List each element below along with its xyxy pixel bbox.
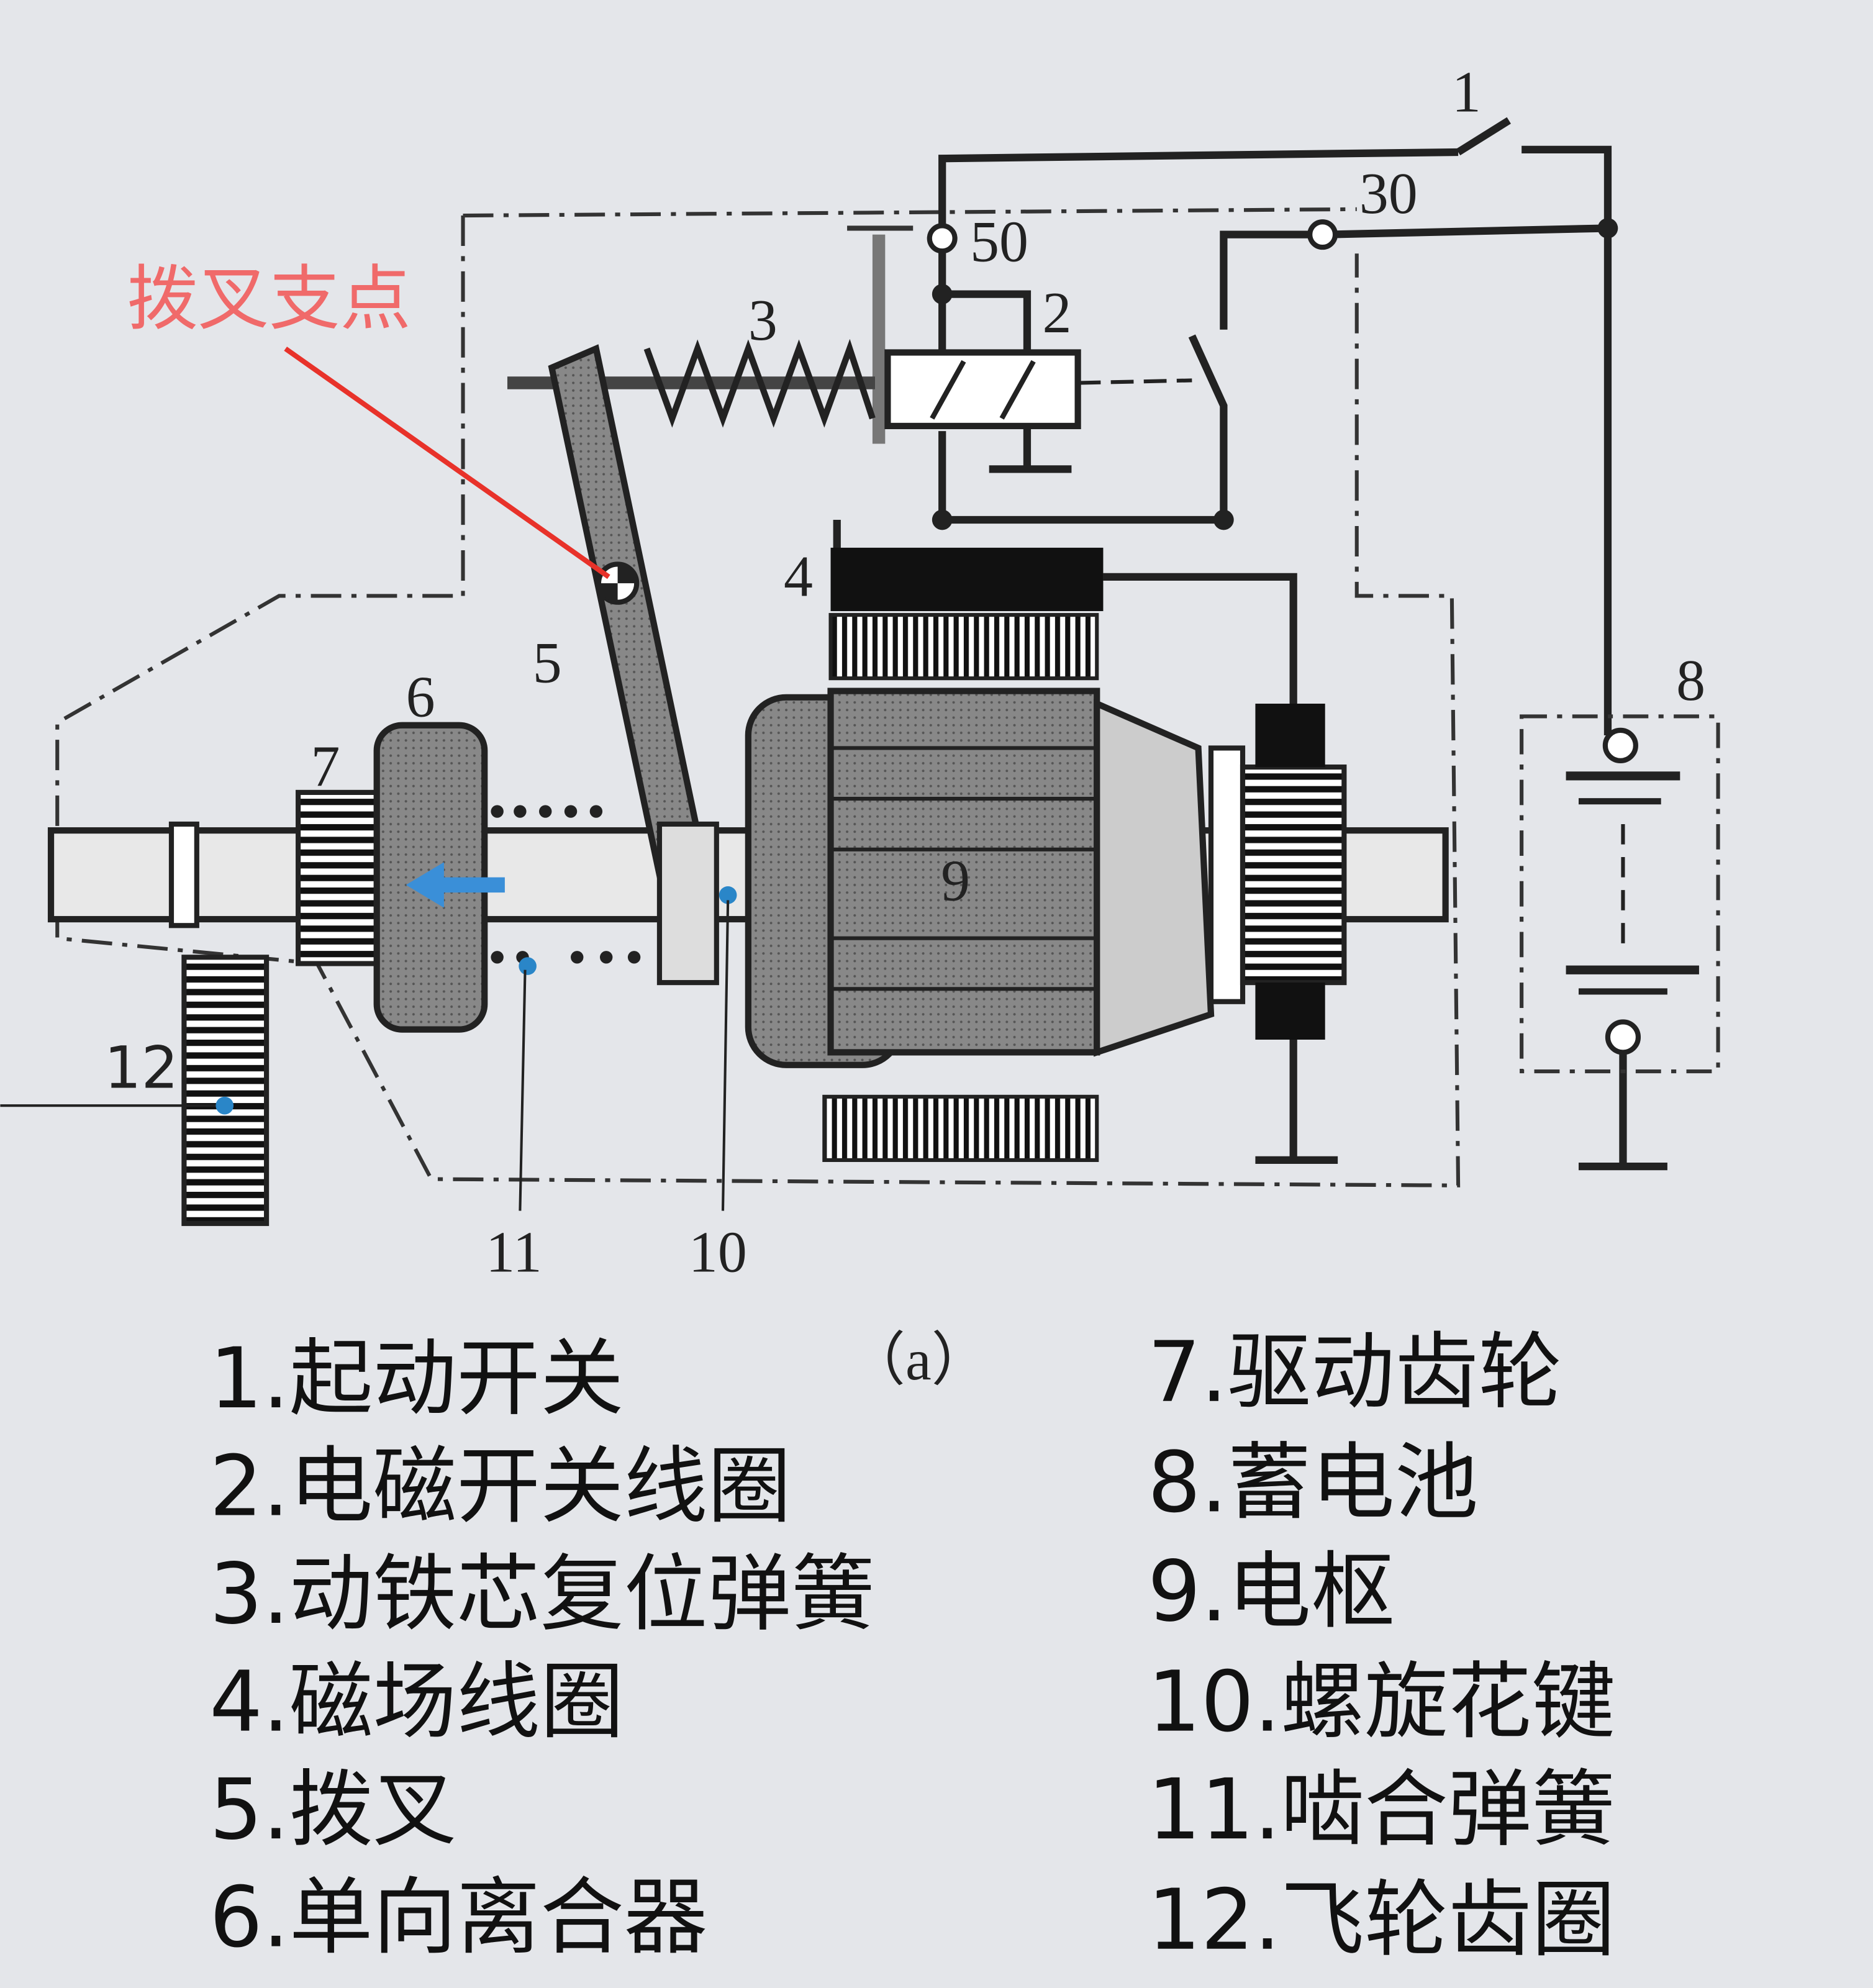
callout-4: 4 bbox=[784, 544, 813, 609]
callout-6: 6 bbox=[406, 665, 435, 729]
legend-item: 12.飞轮齿圈 bbox=[1148, 1871, 1615, 1969]
legend-item: 5.拨叉 bbox=[209, 1761, 456, 1858]
callout-10: 10 bbox=[689, 1220, 747, 1285]
legend-item: 7.驱动齿轮 bbox=[1148, 1323, 1562, 1421]
legend-item: 10.螺旋花键 bbox=[1148, 1653, 1615, 1751]
callout-12: 12 bbox=[104, 1035, 178, 1102]
callout-7: 7 bbox=[311, 735, 340, 799]
solenoid-coil bbox=[847, 225, 1192, 444]
starter-switch bbox=[1456, 117, 1511, 156]
legend-item: 1.起动开关 bbox=[209, 1330, 624, 1427]
circuit-wires bbox=[833, 117, 1667, 1171]
callout-1: 1 bbox=[1452, 60, 1481, 125]
legend-item: 6.单向离合器 bbox=[209, 1869, 707, 1966]
legend: 1.起动开关 2.电磁开关线圈 3.动铁芯复位弹簧 4.磁场线圈 5.拨叉 6.… bbox=[209, 1323, 1615, 1969]
shift-fork bbox=[548, 344, 708, 879]
annotation-pivot-label: 拨叉支点 bbox=[127, 258, 411, 340]
callout-2: 2 bbox=[1042, 281, 1071, 345]
terminal-30-label: 30 bbox=[1359, 161, 1418, 226]
callout-8: 8 bbox=[1676, 648, 1705, 713]
armature bbox=[745, 547, 1347, 1162]
battery bbox=[1520, 714, 1720, 1074]
callout-9: 9 bbox=[941, 848, 970, 913]
annotation-arrow bbox=[284, 347, 610, 579]
legend-item: 4.磁场线圈 bbox=[209, 1653, 624, 1751]
callout-5: 5 bbox=[533, 630, 562, 695]
flywheel-ring-gear bbox=[181, 955, 270, 1227]
meshing-spring bbox=[491, 805, 641, 964]
figure-caption: （a） bbox=[847, 1328, 989, 1392]
callout-11: 11 bbox=[486, 1220, 542, 1285]
callout-3: 3 bbox=[748, 288, 778, 353]
legend-item: 2.电磁开关线圈 bbox=[209, 1438, 791, 1535]
legend-item: 8.蓄电池 bbox=[1148, 1433, 1479, 1531]
legend-item: 3.动铁芯复位弹簧 bbox=[209, 1545, 875, 1643]
terminals bbox=[927, 219, 1641, 1055]
legend-item: 9.电枢 bbox=[1148, 1543, 1395, 1640]
arrow-left-icon bbox=[406, 862, 505, 908]
terminal-50-label: 50 bbox=[970, 210, 1028, 275]
legend-item: 11.啮合弹簧 bbox=[1148, 1761, 1615, 1858]
